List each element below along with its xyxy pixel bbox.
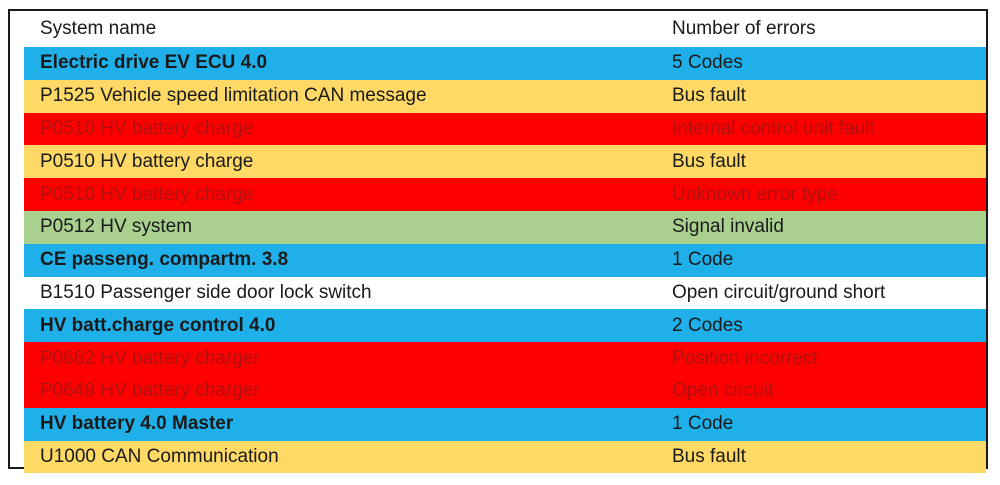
error-count-cell: 1 Code — [672, 249, 734, 271]
error-count-cell: Bus fault — [672, 445, 746, 467]
error-count-cell: Bus fault — [672, 85, 746, 107]
table-row: Electric drive EV ECU 4.0 5 Codes — [24, 47, 986, 80]
table-row: B1510 Passenger side door lock switch Ope… — [24, 276, 986, 310]
system-name-cell: P0510 HV battery charge — [40, 117, 254, 139]
system-name-cell: HV batt.charge control 4.0 — [40, 314, 276, 336]
error-count-cell: Open circuit/ground short — [672, 281, 886, 303]
error-count-cell: Signal invalid — [672, 216, 784, 238]
system-name-cell: CE passeng. compartm. 3.8 — [40, 249, 289, 271]
system-name-cell: P0662 HV battery charger — [40, 347, 260, 369]
table-row: CE passeng. compartm. 3.8 1 Code — [24, 243, 986, 277]
table-row: HV battery 4.0 Master 1 Code — [24, 407, 986, 441]
table-row: P1525 Vehicle speed limitation CAN messa… — [24, 79, 986, 113]
error-count-cell: 2 Codes — [672, 314, 743, 336]
error-count-cell: Open circuit — [672, 380, 774, 402]
error-count-cell: Internal control unit fault — [672, 117, 875, 139]
table-row: P0649 HV battery charger Open circuit — [24, 375, 986, 408]
table-row: U1000 CAN Communication Bus fault — [24, 440, 986, 474]
table-row: P0510 HV battery charge Internal control … — [24, 112, 986, 146]
system-name-cell: P0510 HV battery charge — [40, 183, 254, 205]
header-system-name: System name — [40, 18, 157, 40]
error-table: System name Number of errors Electric dr… — [8, 9, 988, 474]
table-header: System name Number of errors — [24, 13, 986, 46]
table-row: HV batt.charge control 4.0 2 Codes — [24, 309, 986, 343]
error-count-cell: 1 Code — [672, 413, 734, 435]
header-number-of-errors: Number of errors — [672, 18, 816, 40]
table-row: P0662 HV battery charger Position incorre… — [24, 342, 986, 375]
system-name-cell: U1000 CAN Communication — [40, 445, 279, 467]
system-name-cell: P0512 HV system — [40, 216, 193, 238]
system-name-cell: B1510 Passenger side door lock switch — [40, 281, 372, 303]
system-name-cell: P0510 HV battery charge — [40, 150, 254, 172]
system-name-cell: P0649 HV battery charger — [40, 380, 260, 402]
error-count-cell: Unknown error type — [672, 183, 838, 205]
system-name-cell: HV battery 4.0 Master — [40, 413, 234, 435]
table-row: P0510 HV battery charge Unknown error typ… — [24, 178, 986, 211]
error-count-cell: Position incorrect — [672, 347, 818, 369]
error-count-cell: 5 Codes — [672, 52, 743, 74]
system-name-cell: Electric drive EV ECU 4.0 — [40, 52, 268, 74]
error-count-cell: Bus fault — [672, 150, 746, 172]
table-row: P0512 HV system Signal invalid — [24, 211, 986, 244]
system-name-cell: P1525 Vehicle speed limitation CAN messa… — [40, 85, 427, 107]
table-row: P0510 HV battery charge Bus fault — [24, 145, 986, 179]
